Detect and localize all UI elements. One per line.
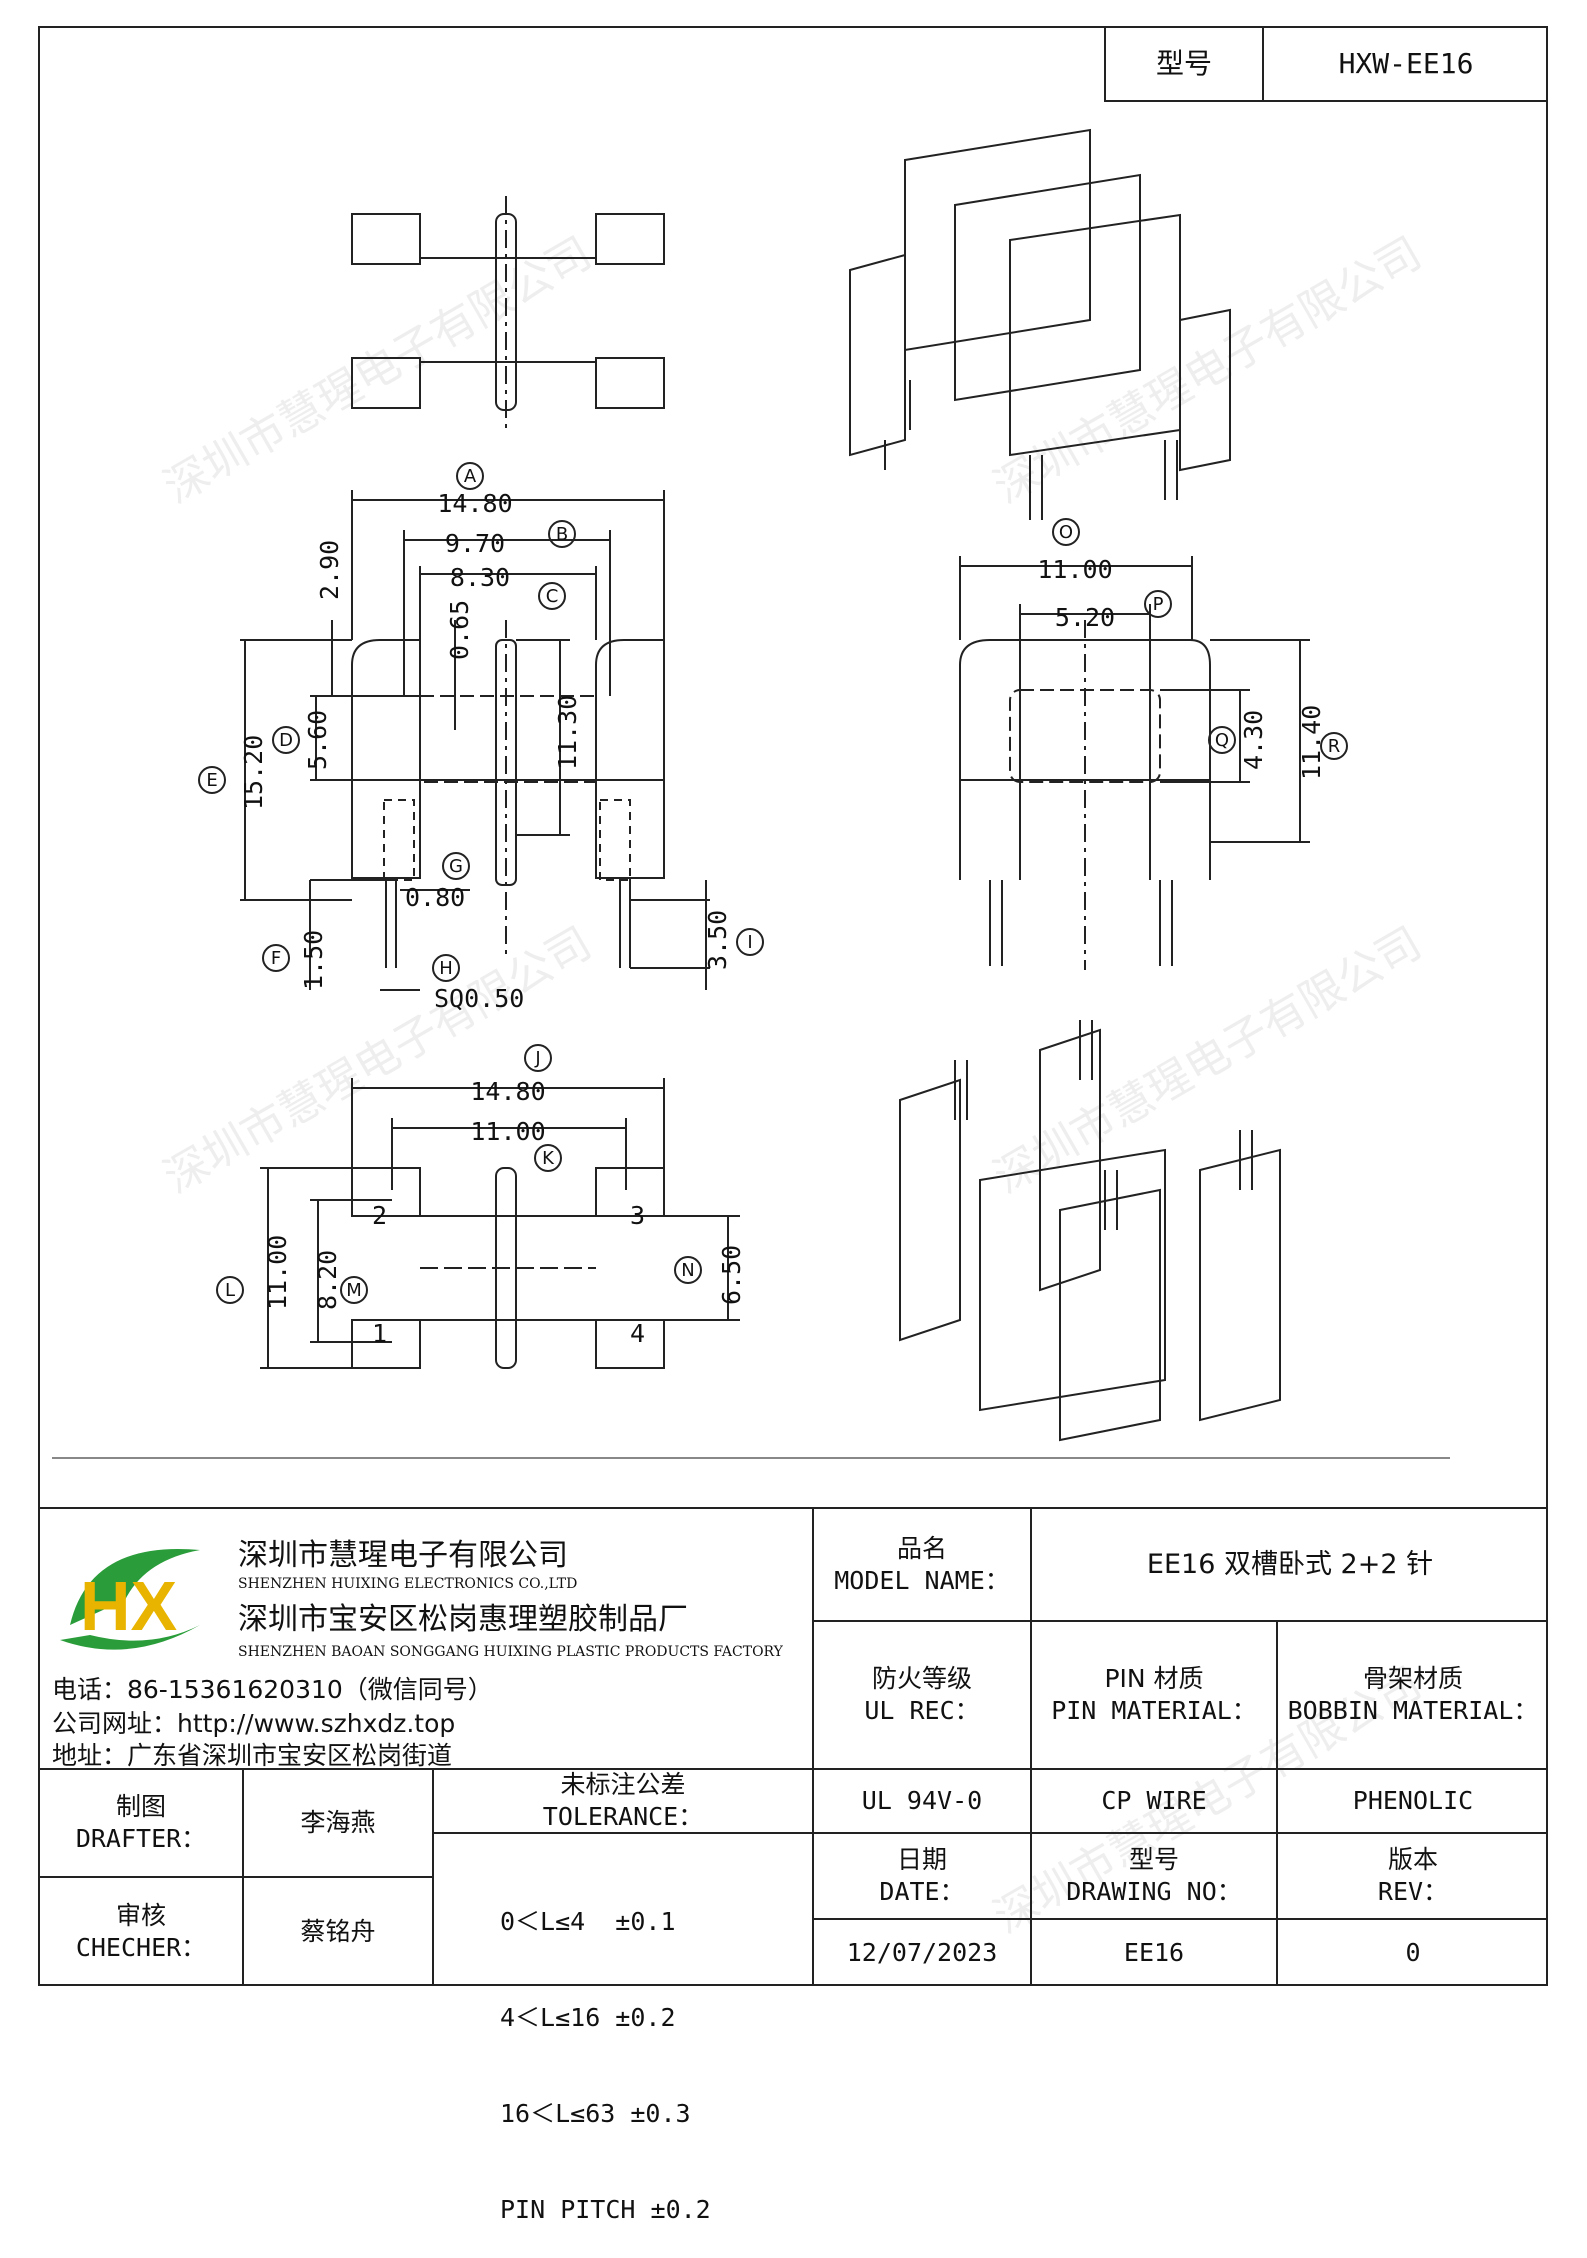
- label-B: B: [556, 524, 568, 545]
- checker-label: 审核 CHECHER：: [75, 1901, 207, 1962]
- company-name-en: SHENZHEN HUIXING ELECTRONICS CO.,LTD: [238, 1576, 578, 1592]
- rev-value: 0: [1405, 1938, 1421, 1967]
- label-A: A: [464, 466, 477, 487]
- bobbin-material-value: PHENOLIC: [1352, 1786, 1474, 1815]
- tolerance-line: 4＜L≤16 ±0.2: [500, 2003, 676, 2032]
- rev-label: 版本 REV：: [1377, 1845, 1449, 1906]
- dim-E: 15.20: [239, 735, 268, 810]
- drawing-no-value: EE16: [1123, 1938, 1185, 1967]
- dim-1130: 11.30: [553, 695, 582, 770]
- top-view: [351, 196, 665, 428]
- logo-text: HX: [80, 1567, 178, 1645]
- label-R: R: [1328, 736, 1341, 757]
- dim-B: 9.70: [445, 529, 505, 558]
- dim-F: 1.50: [299, 930, 328, 990]
- bobbin-material-label: 骨架材质 BOBBIN MATERIAL：: [1287, 1664, 1539, 1725]
- model-name-label: 品名 MODEL NAME：: [834, 1533, 1010, 1595]
- date-label: 日期 DATE：: [879, 1845, 965, 1906]
- label-D: D: [279, 730, 293, 751]
- dim-P: 5.20: [1055, 603, 1115, 632]
- technical-drawing: 14.80 9.70 8.30 2.90 0.65 5.60 15.20 11.…: [52, 128, 1450, 1459]
- dim-O: 11.00: [1037, 555, 1112, 584]
- label-G: G: [449, 856, 463, 877]
- dim-Q: 4.30: [1239, 710, 1268, 770]
- factory-name: 深圳市宝安区松岗惠理塑胶制品厂: [238, 1602, 688, 1637]
- label-E: E: [206, 770, 217, 791]
- label-L: L: [225, 1280, 235, 1301]
- ul-value: UL 94V-0: [861, 1786, 983, 1815]
- label-I: I: [747, 932, 752, 953]
- dim-N: 6.50: [717, 1245, 746, 1305]
- tolerance-line: 0＜L≤4 ±0.1: [500, 1907, 676, 1936]
- label-Q: Q: [1215, 730, 1229, 751]
- tolerance-table: 0＜L≤4 ±0.1 4＜L≤16 ±0.2 16＜L≤63 ±0.3 PIN …: [500, 1842, 711, 2258]
- label-K: K: [542, 1148, 555, 1169]
- dim-D: 5.60: [303, 710, 332, 770]
- tolerance-line: 16＜L≤63 ±0.3: [500, 2099, 691, 2128]
- label-M: M: [346, 1280, 362, 1301]
- pin-number: 3: [630, 1201, 645, 1230]
- model-header-value: HXW-EE16: [1338, 47, 1474, 80]
- dim-L: 11.00: [263, 1235, 292, 1310]
- label-O: O: [1059, 522, 1073, 543]
- dim-J: 14.80: [470, 1077, 545, 1106]
- iso-view-top: [849, 128, 1231, 520]
- pin-material-value: CP WIRE: [1101, 1786, 1207, 1815]
- label-C: C: [546, 586, 559, 607]
- dim-G: 0.80: [405, 883, 465, 912]
- model-header-label: 型号: [1155, 47, 1212, 80]
- company-website: 公司网址：http://www.szhxdz.top: [52, 1709, 456, 1738]
- label-N: N: [681, 1260, 694, 1281]
- pin-number: 4: [630, 1319, 645, 1348]
- dim-M: 8.20: [313, 1250, 342, 1310]
- label-J: J: [534, 1048, 540, 1069]
- company-logo: HX: [60, 1548, 200, 1650]
- dim-H: SQ0.50: [434, 984, 524, 1013]
- ul-rec-label: 防火等级 UL REC：: [864, 1664, 980, 1725]
- label-H: H: [439, 958, 453, 979]
- pin-material-label: PIN 材质 PIN MATERIAL：: [1051, 1664, 1257, 1725]
- drafter-value: 李海燕: [300, 1808, 376, 1837]
- dim-A: 14.80: [437, 489, 512, 518]
- checker-value: 蔡铭舟: [300, 1917, 376, 1946]
- label-F: F: [271, 948, 281, 969]
- dim-065: 0.65: [445, 600, 474, 660]
- company-name: 深圳市慧瑆电子有限公司: [238, 1538, 568, 1573]
- drafter-label: 制图 DRAFTER：: [75, 1792, 207, 1853]
- dim-C: 8.30: [450, 563, 510, 592]
- tolerance-line: PIN PITCH ±0.2: [500, 2195, 711, 2224]
- tolerance-label: 未标注公差 TOLERANCE：: [542, 1770, 704, 1831]
- company-phone: 电话：86-15361620310（微信同号）: [52, 1675, 493, 1704]
- model-name-value: EE16 双槽卧式 2+2 针: [1146, 1548, 1434, 1580]
- factory-name-en: SHENZHEN BAOAN SONGGANG HUIXING PLASTIC …: [238, 1644, 783, 1660]
- dim-290: 2.90: [315, 540, 344, 600]
- dim-I: 3.50: [703, 910, 732, 970]
- front-view: [240, 490, 710, 991]
- iso-view-bottom: [899, 1020, 1281, 1442]
- company-address: 地址：广东省深圳市宝安区松岗街道: [52, 1741, 453, 1770]
- dim-K: 11.00: [470, 1117, 545, 1146]
- pin-number: 2: [372, 1201, 387, 1230]
- date-value: 12/07/2023: [846, 1938, 998, 1967]
- side-view: [959, 556, 1310, 970]
- drawing-frame: [38, 26, 1548, 1986]
- pin-number: 1: [372, 1319, 387, 1348]
- label-P: P: [1153, 594, 1164, 615]
- drawing-no-label: 型号 DRAWING NO：: [1066, 1845, 1242, 1906]
- bottom-view: [260, 1078, 740, 1369]
